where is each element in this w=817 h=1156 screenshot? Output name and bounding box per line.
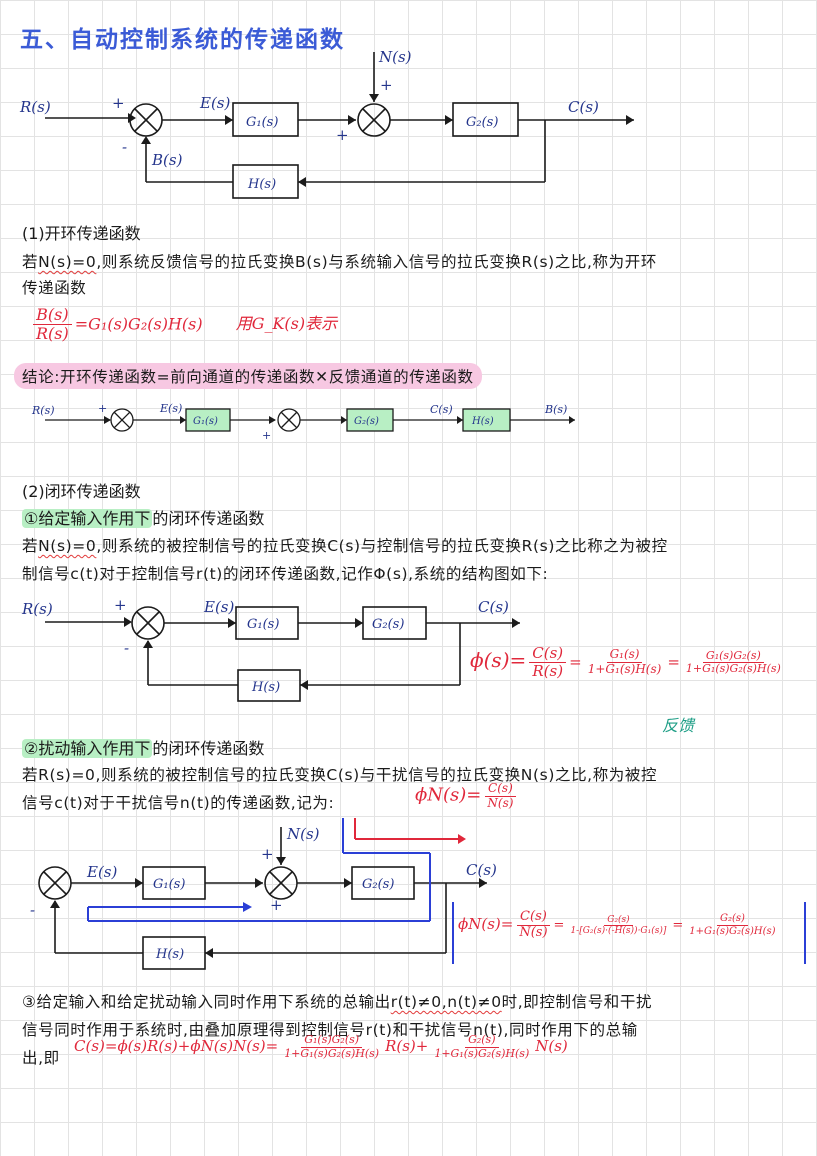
label-b: B(s) [151, 151, 183, 169]
phi-formula: ϕ(s)=C(s)R(s)=G₁(s)1+G₁(s)H(s)=G₁(s)G₂(s… [470, 644, 781, 681]
svg-text:-: - [124, 639, 129, 657]
label-e: E(s) [199, 94, 230, 112]
svg-text:R(s): R(s) [31, 404, 55, 417]
sub-heading-2: ②扰动输入作用下的闭环传递函数 [22, 739, 265, 758]
svg-text:+: + [380, 76, 393, 94]
heading-closed-loop: (2)闭环传递函数 [22, 482, 141, 501]
svg-text:+: + [98, 402, 107, 415]
block-diagram-full: R(s) + - B(s) E(s) G₁(s) + + N(s) G₂(s) … [19, 48, 634, 199]
svg-text:+: + [262, 429, 271, 442]
label-r: R(s) [19, 98, 51, 116]
feedback-note: 反馈 [662, 716, 695, 735]
sub-heading-1: ①给定输入作用下的闭环传递函数 [22, 509, 265, 528]
label-h: H(s) [247, 177, 276, 192]
open-loop-text-1: 若N(s)=0,则系统反馈信号的拉氏变换B(s)与系统输入信号的拉氏变换R(s)… [22, 253, 657, 271]
svg-text:E(s): E(s) [159, 402, 182, 415]
svg-text:B(s): B(s) [544, 403, 567, 416]
svg-text:G₁(s): G₁(s) [193, 416, 218, 427]
total-output-text-3: 出,即 [22, 1049, 60, 1067]
svg-text:G₁(s): G₁(s) [247, 617, 279, 632]
svg-text:G₂(s): G₂(s) [354, 416, 379, 427]
disturbance-text-1: 若R(s)=0,则系统的被控制信号的拉氏变换C(s)与干扰信号的拉氏变换N(s)… [22, 766, 658, 784]
svg-text:E(s): E(s) [203, 598, 234, 616]
label-g2: G₂(s) [466, 115, 498, 130]
svg-text:+: + [114, 596, 127, 614]
closed-loop-text-2: 制信号c(t)对于控制信号r(t)的闭环传递函数,记作Φ(s),系统的结构图如下… [22, 565, 549, 583]
open-loop-text-2: 传递函数 [22, 279, 87, 297]
block-diagram-open-loop: R(s) + E(s) G₁(s) + G₂(s) C(s) H(s) B(s) [31, 402, 575, 442]
label-n: N(s) [378, 48, 412, 66]
svg-text:+: + [112, 94, 125, 112]
svg-text:H(s): H(s) [251, 680, 280, 695]
label-g1: G₁(s) [246, 115, 278, 130]
disturbance-text-2: 信号c(t)对于干扰信号n(t)的传递函数,记为: [22, 794, 335, 812]
svg-text:+: + [261, 845, 274, 863]
heading-open-loop: (1)开环传递函数 [22, 224, 141, 243]
svg-text:+: + [270, 896, 283, 914]
svg-text:G₁(s): G₁(s) [153, 877, 185, 892]
svg-text:C(s): C(s) [478, 598, 509, 616]
svg-text:E(s): E(s) [86, 863, 117, 881]
svg-text:+: + [336, 126, 349, 144]
svg-text:H(s): H(s) [155, 947, 184, 962]
block-diagram-disturbance: - E(s) G₁(s) + N(s) + G₂(s) C(s) H(s) [30, 818, 497, 970]
svg-text:-: - [30, 901, 35, 919]
svg-text:G₂(s): G₂(s) [372, 617, 404, 632]
block-diagram-closed-loop: R(s) + - E(s) G₁(s) G₂(s) C(s) H(s) [21, 596, 520, 702]
gk-note: 用G_K(s)表示 [235, 314, 338, 334]
label-c: C(s) [568, 98, 599, 116]
total-output-formula: C(s)=ϕ(s)R(s)+ϕN(s)N(s)=G₁(s)G₂(s)1+G₁(s… [74, 1033, 568, 1060]
total-output-text-2: 信号同时作用于系统时,由叠加原理得到控制信号r(t)和干扰信号n(t),同时作用… [22, 1021, 638, 1039]
svg-text:H(s): H(s) [471, 416, 494, 427]
svg-text:C(s): C(s) [430, 403, 453, 416]
open-loop-formula: B(s)R(s)=G₁(s)G₂(s)H(s) 用G_K(s)表示 [30, 305, 338, 344]
total-output-text-1: ③给定输入和给定扰动输入同时作用下系统的总输出r(t)≠0,n(t)≠0时,即控… [22, 993, 653, 1011]
svg-text:N(s): N(s) [286, 825, 320, 843]
conclusion-highlight: 结论:开环传递函数=前向通道的传递函数✕反馈通道的传递函数 [14, 363, 482, 389]
phin-boxed-formula: ϕN(s)=C(s)N(s)=G₂(s)1-[G₂(s)·(-H(s))·G₁(… [452, 902, 806, 964]
svg-text:-: - [122, 138, 127, 156]
page-title: 五、自动控制系统的传递函数 [20, 27, 345, 53]
phin-formula: ϕN(s)=C(s)N(s) [415, 781, 519, 811]
closed-loop-text-1: 若N(s)=0,则系统的被控制信号的拉氏变换C(s)与控制信号的拉氏变换R(s)… [22, 537, 668, 555]
svg-text:R(s): R(s) [21, 600, 53, 618]
svg-text:G₂(s): G₂(s) [362, 877, 394, 892]
svg-text:C(s): C(s) [466, 861, 497, 879]
